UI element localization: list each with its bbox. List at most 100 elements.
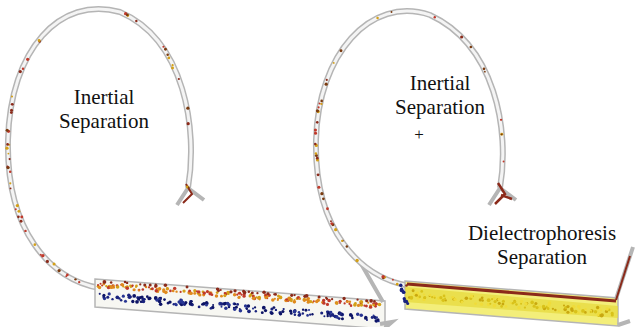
- particle: [401, 290, 404, 293]
- particle: [342, 240, 344, 242]
- particle: [9, 158, 11, 160]
- particle: [356, 298, 358, 300]
- particle: [273, 293, 275, 295]
- particle: [198, 305, 201, 308]
- particle: [171, 66, 174, 69]
- particle: [100, 283, 102, 285]
- particle: [353, 303, 357, 307]
- particle: [535, 306, 538, 309]
- particle: [242, 290, 245, 293]
- particle: [233, 308, 236, 311]
- particle: [554, 309, 557, 312]
- particle: [115, 296, 119, 300]
- particle: [17, 216, 20, 219]
- particle: [573, 306, 575, 308]
- particle: [444, 298, 446, 300]
- particle: [356, 313, 359, 316]
- particle: [246, 308, 248, 310]
- particle: [266, 292, 269, 295]
- particle: [141, 296, 144, 299]
- particle: [484, 71, 486, 73]
- particle: [570, 307, 573, 310]
- particle: [182, 289, 185, 292]
- particle: [360, 303, 364, 307]
- particle: [317, 173, 320, 176]
- particle: [357, 304, 360, 307]
- particle: [180, 291, 182, 293]
- particle: [279, 312, 282, 315]
- outlet-stream: [616, 256, 630, 300]
- particle: [164, 48, 167, 51]
- particle: [577, 305, 581, 309]
- particle: [237, 296, 240, 299]
- particle: [220, 302, 223, 305]
- marker-symbol: +: [411, 125, 427, 144]
- particle: [504, 305, 507, 308]
- particle: [166, 287, 169, 290]
- particle: [254, 306, 256, 308]
- particle: [111, 298, 113, 300]
- particle: [110, 285, 114, 289]
- particle: [215, 294, 218, 297]
- particle: [309, 300, 312, 303]
- particle: [503, 160, 505, 162]
- particle: [121, 283, 124, 286]
- particle: [33, 243, 36, 246]
- particle: [126, 14, 129, 17]
- particle: [162, 288, 165, 291]
- particle: [342, 297, 345, 300]
- particle: [201, 303, 203, 305]
- particle: [515, 303, 518, 306]
- particle: [132, 294, 136, 298]
- particle: [359, 313, 363, 317]
- particle: [474, 303, 477, 306]
- particle: [350, 304, 353, 307]
- particle: [155, 284, 157, 286]
- particle: [335, 316, 338, 319]
- particle: [9, 182, 11, 184]
- particle: [552, 308, 554, 310]
- particle: [98, 286, 101, 289]
- particle: [431, 296, 433, 298]
- particle: [563, 304, 565, 306]
- particle: [326, 310, 328, 312]
- particle: [162, 46, 164, 48]
- particle: [46, 260, 49, 263]
- particle: [124, 281, 127, 284]
- particle: [534, 302, 537, 305]
- particle: [500, 133, 503, 136]
- particle: [262, 291, 265, 294]
- particle: [334, 228, 337, 231]
- particle: [309, 314, 311, 316]
- particle: [283, 308, 285, 310]
- particle: [596, 306, 599, 309]
- particle: [320, 100, 323, 103]
- particle: [335, 301, 339, 305]
- particle: [166, 53, 168, 55]
- particle: [530, 301, 534, 305]
- particle: [203, 291, 206, 294]
- particle: [256, 292, 258, 294]
- particle: [322, 299, 325, 302]
- particle: [369, 305, 372, 308]
- particle: [494, 300, 497, 303]
- particle: [135, 286, 137, 288]
- particle: [238, 292, 241, 295]
- particle: [285, 298, 288, 301]
- particle: [58, 269, 61, 272]
- particle: [126, 287, 129, 290]
- particle: [465, 296, 469, 300]
- particle: [316, 109, 319, 112]
- particle: [382, 276, 385, 279]
- particle: [252, 307, 254, 309]
- particle: [181, 299, 183, 301]
- particle: [434, 297, 436, 299]
- particle: [255, 296, 257, 298]
- particle: [365, 305, 368, 308]
- particle: [99, 293, 101, 295]
- particle: [326, 303, 329, 306]
- particle: [166, 287, 169, 290]
- particle: [314, 132, 317, 135]
- particle: [497, 298, 500, 301]
